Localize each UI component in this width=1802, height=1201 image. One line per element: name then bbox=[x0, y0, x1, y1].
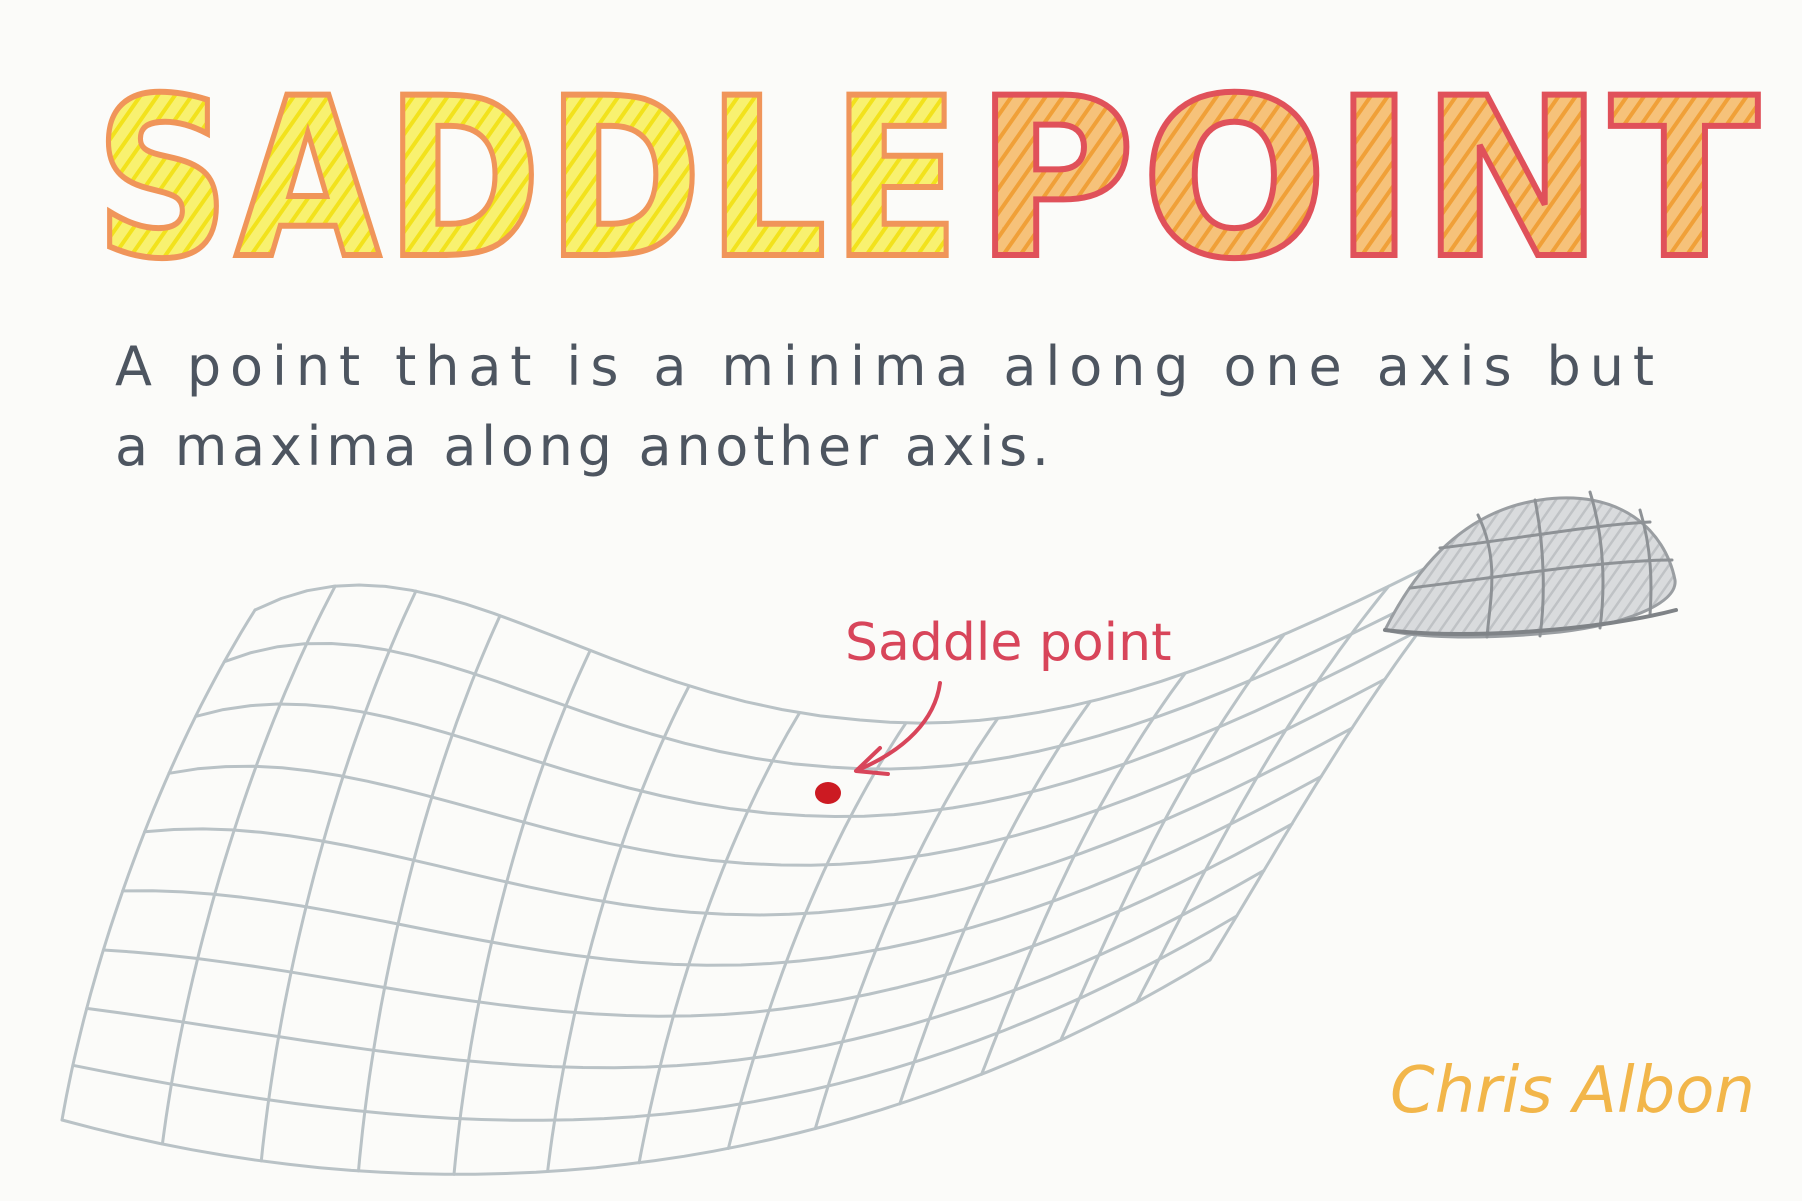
title-word-saddle: SADDLE bbox=[95, 51, 965, 307]
saddle-back-edge bbox=[1383, 608, 1678, 636]
mesh-row-line bbox=[167, 677, 1387, 867]
mesh-column-line bbox=[60, 608, 257, 1122]
saddle-back-grid-line bbox=[1588, 490, 1605, 630]
mesh-column-line bbox=[1135, 584, 1391, 1004]
saddle-back-grid-line bbox=[1638, 508, 1653, 617]
mesh-column-line bbox=[898, 700, 1092, 1106]
mesh-column-line bbox=[546, 684, 691, 1173]
mesh-row-line bbox=[143, 726, 1354, 917]
mesh-row-line bbox=[60, 958, 1212, 1176]
mesh-row-line bbox=[222, 578, 1460, 771]
mesh-row-line bbox=[253, 528, 1502, 725]
title-word-point: POINT bbox=[975, 51, 1765, 307]
mesh-column-line bbox=[637, 711, 802, 1165]
saddle-back-grid-line bbox=[1438, 520, 1652, 550]
mesh-row-line bbox=[85, 869, 1266, 1070]
mesh-column-line bbox=[813, 717, 1000, 1131]
annotation-arrow bbox=[856, 681, 942, 772]
saddle-surface-mesh bbox=[60, 490, 1678, 1176]
mesh-row-line bbox=[101, 822, 1294, 1018]
mesh-row-line bbox=[194, 628, 1422, 818]
annotation-arrowhead bbox=[854, 746, 890, 776]
mesh-column-line bbox=[980, 671, 1187, 1076]
mesh-column-line bbox=[160, 584, 337, 1146]
title: SADDLE POINT bbox=[92, 48, 1765, 310]
saddle-point-annotation: Saddle point bbox=[815, 613, 1171, 804]
saddle-point-dot bbox=[815, 782, 841, 804]
mesh-row-line bbox=[71, 914, 1239, 1122]
saddle-back-shading bbox=[1382, 496, 1677, 639]
mesh-column-line bbox=[357, 614, 502, 1173]
description-line-1: A point that is a minima along one axis … bbox=[115, 335, 1660, 398]
mesh-column-line bbox=[452, 648, 592, 1176]
mesh-column-line bbox=[726, 721, 908, 1150]
mesh-column-line bbox=[259, 589, 418, 1163]
mesh-row-line bbox=[121, 775, 1323, 967]
saddle-back-grid-line bbox=[1533, 498, 1545, 638]
description-line-2: a maxima along another axis. bbox=[115, 415, 1055, 478]
mesh-column-line bbox=[1059, 632, 1286, 1042]
saddle-point-label: Saddle point bbox=[845, 613, 1171, 673]
saddle-back-grid-line bbox=[1408, 558, 1674, 590]
saddle-back-grid-line bbox=[1476, 513, 1494, 639]
signature: Chris Albon bbox=[1390, 1054, 1755, 1128]
description: A point that is a minima along one axis … bbox=[115, 335, 1660, 478]
